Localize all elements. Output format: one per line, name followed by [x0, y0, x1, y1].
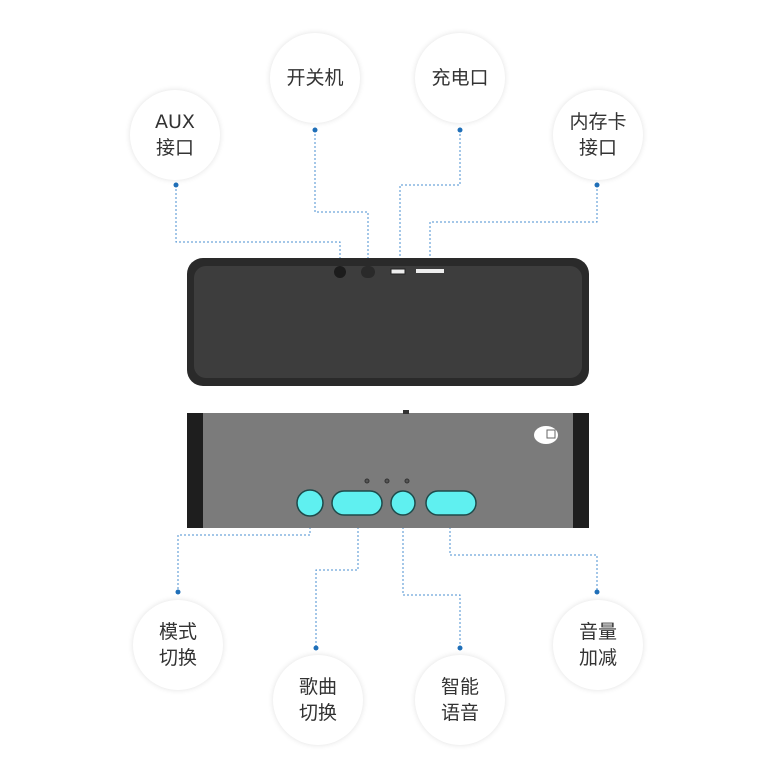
wifi-badge — [534, 426, 558, 444]
label-line: 模式 — [158, 621, 197, 643]
aux-port — [334, 266, 346, 278]
connector-lines — [175, 130, 598, 648]
power-switch — [361, 266, 375, 278]
speaker-top-view — [187, 258, 589, 386]
connector-card — [429, 185, 598, 265]
connector-volume — [449, 515, 598, 592]
label-line: 切换 — [158, 647, 197, 669]
label-card: 内存卡接口 — [553, 90, 643, 180]
label-line: 智能 — [440, 676, 479, 698]
connector-aux — [175, 185, 341, 265]
label-volume: 音量加减 — [553, 600, 643, 690]
connector-power — [314, 130, 369, 265]
label-line: 歌曲 — [298, 676, 337, 698]
label-line: 内存卡 — [569, 111, 627, 133]
label-line: 切换 — [298, 702, 337, 724]
label-line: 接口 — [578, 137, 617, 159]
volume-button[interactable] — [425, 490, 477, 516]
label-line: 充电口 — [431, 67, 489, 89]
label-aux: AUX 接口 — [130, 90, 220, 180]
voice-button[interactable] — [390, 490, 416, 516]
label-mode: 模式切换 — [133, 600, 223, 690]
connector-dots — [173, 127, 600, 651]
label-line: AUX — [155, 111, 195, 133]
speaker-front-view — [187, 410, 589, 528]
connector-charge — [399, 130, 461, 265]
card-slot — [416, 269, 444, 273]
label-charge: 充电口 — [415, 33, 505, 123]
mode-button[interactable] — [296, 489, 324, 517]
label-power: 开关机 — [270, 33, 360, 123]
label-voice: 智能语音 — [415, 655, 505, 745]
connector-voice — [402, 515, 461, 648]
connector-song — [315, 515, 359, 648]
label-line: 开关机 — [286, 67, 344, 89]
label-line: 加减 — [578, 647, 617, 669]
usb-port — [390, 268, 406, 275]
label-line: 接口 — [155, 137, 194, 159]
label-song: 歌曲切换 — [273, 655, 363, 745]
label-line: 音量 — [578, 621, 617, 643]
label-line: 语音 — [440, 702, 479, 724]
song-button[interactable] — [331, 490, 383, 516]
